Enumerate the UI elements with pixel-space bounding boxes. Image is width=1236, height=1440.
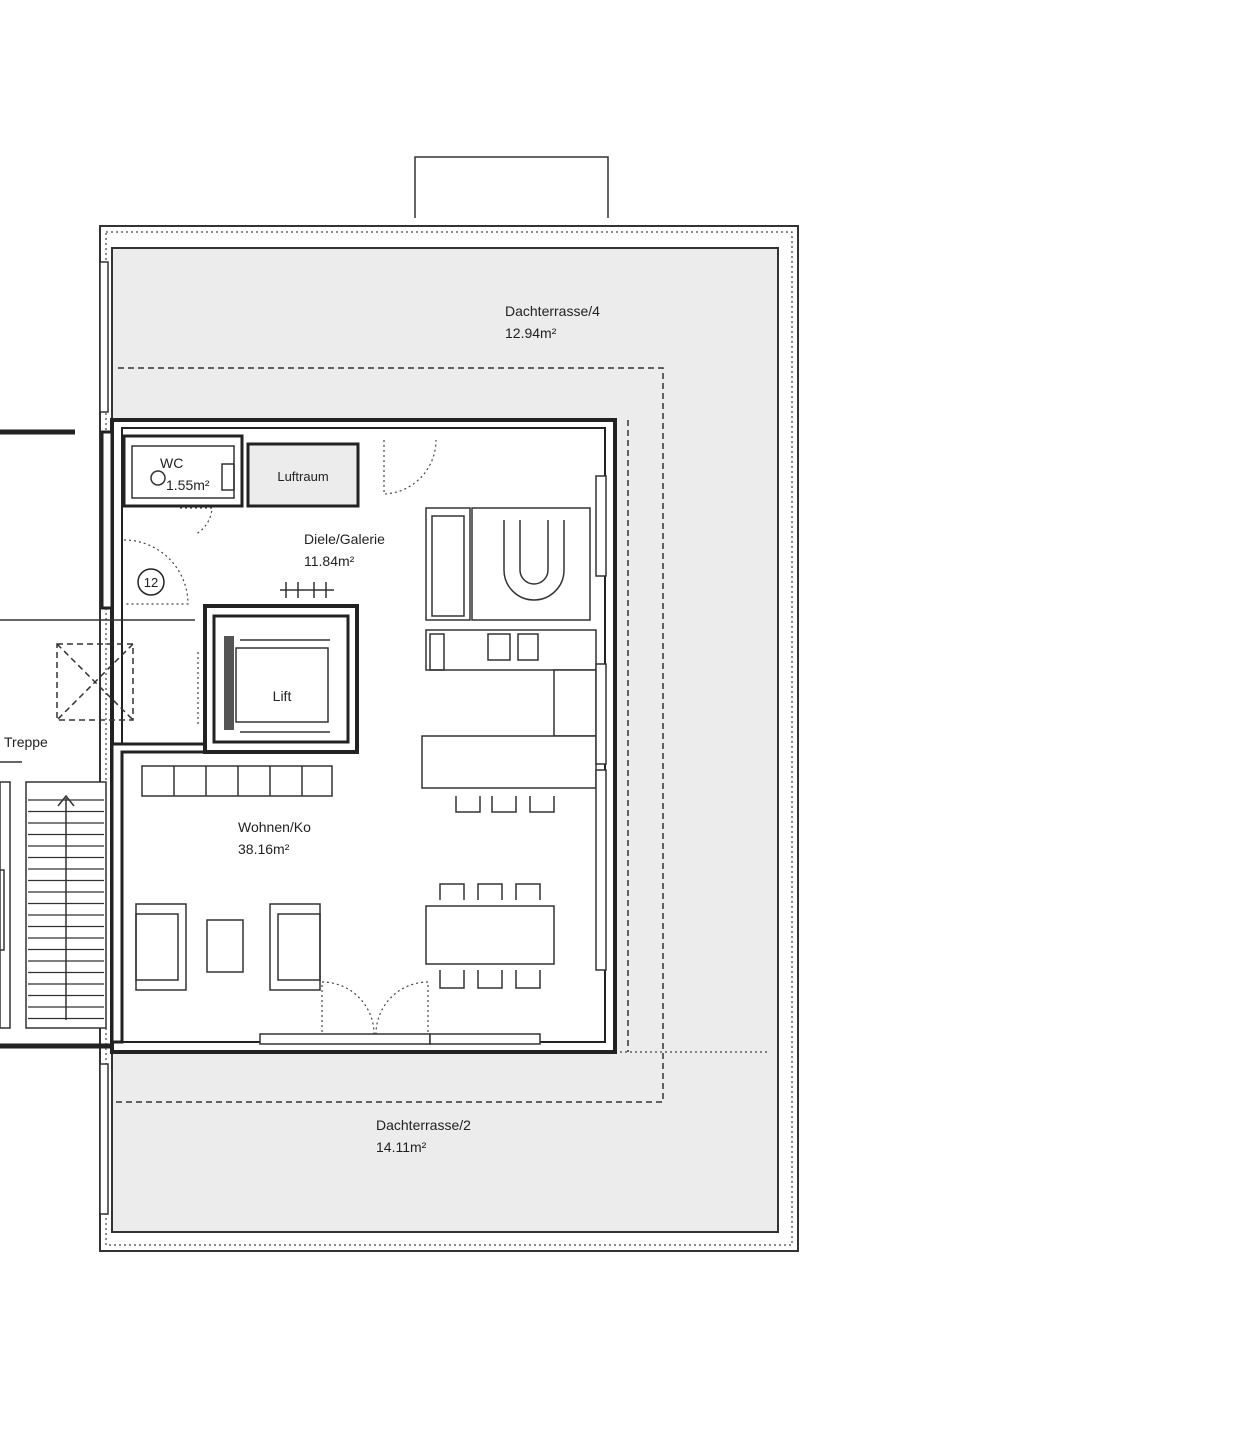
dining-chair bbox=[477, 883, 503, 900]
kitchen-counter bbox=[421, 629, 597, 789]
bar-stool bbox=[529, 796, 555, 813]
windows-bottom bbox=[259, 1033, 541, 1045]
dining-chair bbox=[515, 883, 541, 900]
luftraum-box bbox=[246, 442, 360, 508]
lift-shaft bbox=[197, 604, 359, 754]
terrace-door-right bbox=[375, 981, 429, 1042]
luftraum-name: Luftraum bbox=[277, 469, 328, 484]
dining-chair bbox=[439, 883, 465, 900]
lift-name: Lift bbox=[273, 688, 292, 704]
roof-box bbox=[414, 156, 609, 218]
shelf-row bbox=[141, 765, 333, 797]
sink-icon bbox=[221, 463, 235, 491]
terrace-door-left bbox=[321, 981, 375, 1042]
wc-name: WC bbox=[160, 455, 183, 471]
dachterrasse-4-name: Dachterrasse/4 bbox=[505, 303, 600, 319]
stair-arrow-icon bbox=[57, 794, 75, 1020]
diele-name: Diele/Galerie bbox=[304, 531, 385, 547]
terrace-outer-border bbox=[99, 225, 799, 1252]
diele-area: 11.84m² bbox=[304, 553, 355, 569]
wc-area: 1.55m² bbox=[166, 477, 210, 493]
dining-chair bbox=[477, 970, 503, 989]
bar-stools bbox=[455, 796, 555, 813]
dachterrasse-4-area: 12.94m² bbox=[505, 325, 557, 341]
terrace-post-bottom bbox=[99, 1063, 109, 1215]
shower-icon bbox=[503, 520, 565, 601]
sofa-left bbox=[135, 903, 187, 991]
skylight bbox=[56, 643, 134, 721]
corridor-wall bbox=[100, 430, 114, 610]
dachterrasse-2-area: 14.11m² bbox=[376, 1139, 427, 1155]
sofa-right bbox=[269, 903, 321, 991]
roof-edge-dashed bbox=[112, 367, 664, 1103]
diele-door-top bbox=[383, 439, 437, 495]
terrace-post-top bbox=[99, 261, 109, 413]
toilet-icon bbox=[150, 470, 166, 486]
unit-number-circle bbox=[137, 568, 165, 596]
dining-chair bbox=[515, 970, 541, 989]
bar-stool bbox=[491, 796, 517, 813]
dining-chair bbox=[439, 970, 465, 989]
unit-number-label: 12 bbox=[144, 575, 158, 590]
shelf-unit bbox=[141, 765, 333, 797]
bar-stool bbox=[455, 796, 481, 813]
coat-rack-icon bbox=[280, 582, 334, 598]
wc-room bbox=[122, 434, 244, 535]
wc-door bbox=[180, 507, 213, 535]
windows-right bbox=[595, 475, 607, 971]
wohnen-area: 38.16m² bbox=[238, 841, 290, 857]
dachterrasse-2-name: Dachterrasse/2 bbox=[376, 1117, 471, 1133]
wardrobe bbox=[425, 507, 591, 621]
dining-table bbox=[425, 905, 555, 965]
wohnen-name: Wohnen/Ko bbox=[238, 819, 311, 835]
dining-chairs bbox=[439, 883, 541, 989]
treppe-name: Treppe bbox=[4, 734, 48, 750]
coffee-table bbox=[206, 919, 244, 973]
